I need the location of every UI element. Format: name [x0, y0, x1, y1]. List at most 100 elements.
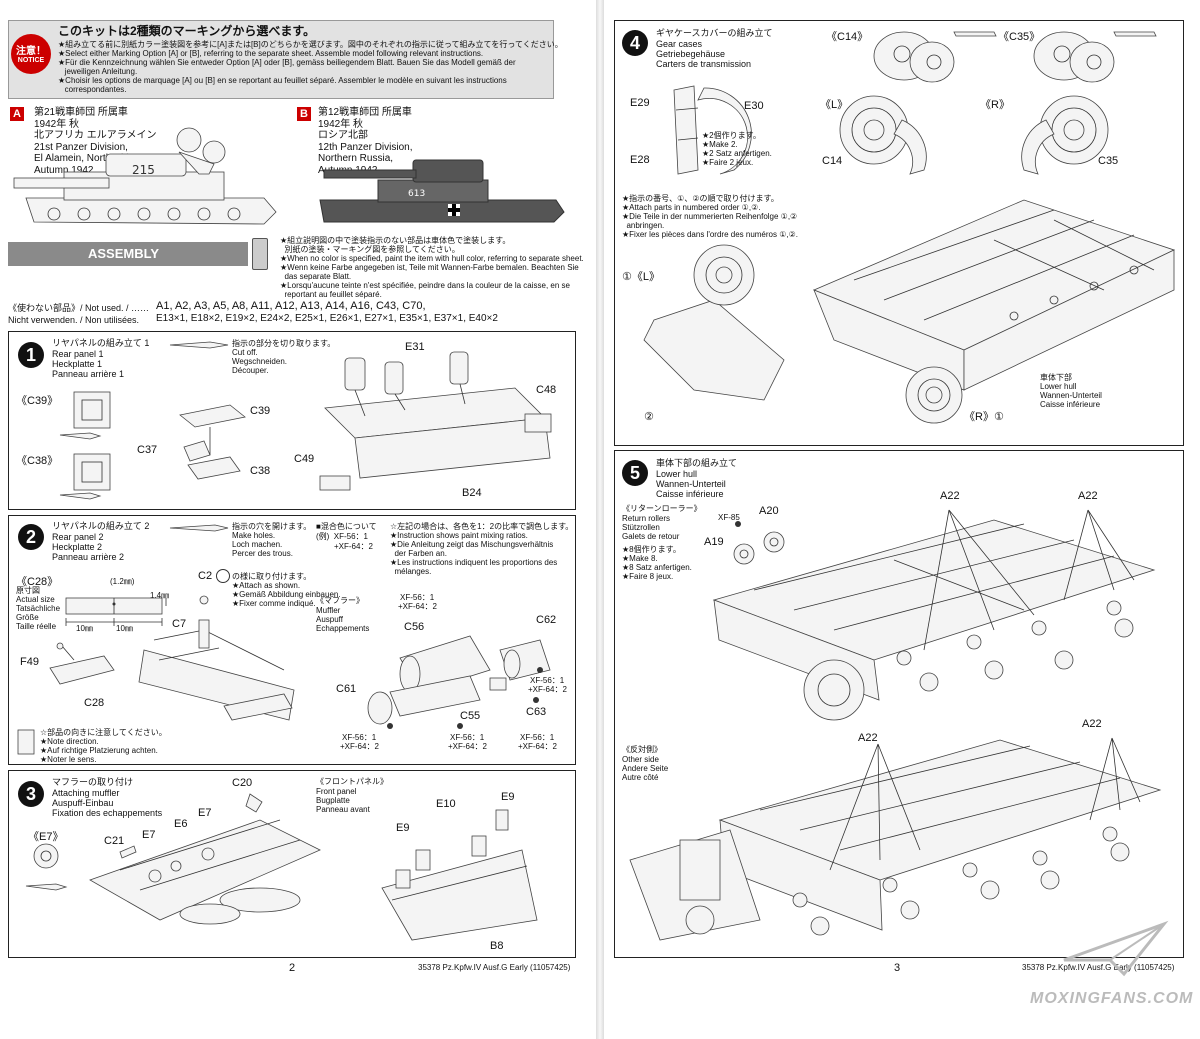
rollers-label-1: 《リターンローラー》 [622, 504, 702, 513]
front-panel-1: 《フロントパネル》 [316, 777, 388, 786]
attach-note-2: ★Attach as shown. [232, 581, 301, 590]
part-c63: C63 [526, 706, 547, 718]
step-1-title-fr: Panneau arrière 1 [52, 369, 125, 379]
step-2-title-en: Rear panel 2 [52, 532, 104, 542]
dim-10mm-b: 10㎜ [116, 624, 133, 633]
part-c55: C55 [460, 710, 481, 722]
tank-a-number: 215 [132, 163, 155, 177]
part-c49: C49 [294, 453, 315, 465]
footer-code-left: 35378 Pz.Kpfw.IV Ausf.G Early (11057425) [418, 963, 571, 972]
other-side-1: 《反対側》 [622, 745, 662, 754]
notice-title: このキットは2種類のマーキングから選べます。 [58, 24, 316, 38]
step-3-number: 3 [18, 781, 44, 807]
notice-line-2: ★Select either Marking Option [A] or [B]… [58, 49, 484, 58]
part-c28: C28 [84, 697, 105, 709]
make-2-2: ★Make 2. [702, 140, 738, 149]
step-2-holes-4: Percer des trous. [232, 549, 293, 558]
part-e10: E10 [436, 798, 456, 810]
part-a22-c: A22 [858, 732, 878, 744]
part-b24: B24 [462, 487, 482, 499]
notice-line-4: jeweiligen Anleitung. [58, 67, 138, 76]
option-b-letter: B [297, 107, 311, 121]
return-roller-drawing [733, 521, 785, 565]
attach-note-4: ★Fixer comme indiqué. [232, 599, 316, 608]
part-c62: C62 [536, 614, 557, 626]
notice-badge-en: NOTICE [17, 57, 45, 64]
step-1-title-ja: リヤパネルの組み立て 1 [52, 338, 150, 348]
lower-hull-label-2: Lower hull [1040, 382, 1077, 391]
c61-paint-2: +XF-64：2 [340, 742, 379, 751]
e7-detail-drawing [25, 843, 68, 891]
part-e29: E29 [630, 97, 650, 109]
cross-emblem-icon [448, 204, 460, 216]
part-c7: C7 [172, 618, 187, 630]
page-number-right: 3 [894, 962, 901, 974]
muffler-label-1: 《マフラー》 [316, 596, 364, 605]
part-2: ② [644, 411, 654, 423]
option-b-line-2: 1942年 秋 [318, 119, 364, 130]
part-e31: E31 [405, 341, 425, 353]
actual-size-5: Taille réelle [16, 622, 57, 631]
make-2-1: ★2個作ります。 [702, 131, 761, 140]
knife-icon [169, 341, 229, 349]
step-2-rear-assembly-drawing [49, 595, 295, 721]
step-2-holes-1: 指示の穴を開けます。 [232, 522, 312, 531]
mix-note-3: ★Die Anleitung zeigt das Mischungsverhäl… [390, 540, 554, 549]
right-side-label: 《R》 [980, 99, 1010, 111]
option-a-line-2: 1942年 秋 [34, 119, 80, 130]
notice-line-6: correspondantes. [58, 85, 127, 94]
part-c38-detail: 《C38》 [16, 455, 59, 467]
order-note-5: ★Fixer les pièces dans l'ordre des numér… [622, 230, 798, 239]
gear-case-top-drawings [873, 31, 1157, 83]
paint-note-7: reportant au feuillet séparé. [280, 290, 382, 299]
front-panel-2: Front panel [316, 787, 357, 796]
lower-hull-label-1: 車体下部 [1040, 373, 1072, 382]
part-right-1: 《R》① [964, 411, 1004, 423]
not-used-parts-2: E13×1, E18×2, E19×2, E24×2, E25×1, E26×1… [156, 313, 498, 324]
step-1-number: 1 [18, 342, 44, 368]
actual-size-1: 原寸図 [16, 586, 40, 595]
option-a-line-6: Autumn 1942 [34, 165, 94, 176]
rollers-label-4: Galets de retour [622, 532, 680, 541]
part-b8: B8 [490, 940, 504, 952]
e7-detail-label: 《E7》 [28, 831, 64, 843]
part-c61: C61 [336, 683, 357, 695]
c63-paint-1: XF-56：1 [520, 733, 555, 742]
step-1-cut-3: Wegschneiden. [232, 357, 287, 366]
not-used-parts-1: A1, A2, A3, A5, A8, A11, A12, A13, A14, … [156, 300, 426, 312]
left-side-label: 《L》 [820, 99, 849, 111]
part-e9-a: E9 [501, 791, 515, 803]
step-1-c37-c39-drawing [179, 404, 246, 480]
direction-note-3: ★Auf richtige Platzierung achten. [40, 746, 158, 755]
step-5-hull-other-side-drawing [629, 737, 1162, 941]
mix-note-5: ★Les instructions indiquent les proporti… [390, 558, 558, 567]
step-5-title-de: Wannen-Unterteil [656, 479, 726, 489]
step-1-title-de: Heckplatte 1 [52, 359, 103, 369]
make-8-1: ★8個作ります。 [622, 545, 681, 554]
step-3-title-de: Auspuff-Einbau [52, 798, 114, 808]
notice-badge-ja: 注意！ [16, 46, 46, 57]
step-4-lower-hull-drawing [643, 199, 1176, 424]
rollers-label-2: Return rollers [622, 514, 671, 523]
front-panel-4: Panneau avant [316, 805, 370, 814]
direction-note-2: ★Note direction. [40, 737, 99, 746]
notice-line-3: ★Für die Kennzeichnung wählen Sie entwed… [58, 58, 516, 67]
part-a22-b: A22 [1078, 490, 1098, 502]
gear-case-lr-drawings [839, 95, 1109, 175]
option-a-letter: A [10, 107, 24, 121]
part-c35: C35 [1098, 155, 1119, 167]
part-e9-b: E9 [396, 822, 410, 834]
step-3-title-fr: Fixation des echappements [52, 808, 163, 818]
notice-line-5: ★Choisir les options de marquage [A] ou … [58, 76, 507, 85]
make-2-4: ★Faire 2 jeux. [702, 158, 754, 167]
muffler-label-3: Auspuff [316, 615, 343, 624]
order-note-4: anbringen. [622, 221, 665, 230]
paper-plane-logo-icon [1063, 920, 1169, 977]
actual-size-2: Actual size [16, 595, 55, 604]
part-c56: C56 [404, 621, 425, 633]
mix-title: ■混合色について [316, 522, 377, 531]
page-gutter [596, 0, 604, 1039]
dim-1-4mm: 1.4㎜ [150, 591, 170, 600]
actual-size-4: Größe [16, 613, 39, 622]
make-8-3: ★8 Satz anfertigen. [622, 563, 692, 572]
